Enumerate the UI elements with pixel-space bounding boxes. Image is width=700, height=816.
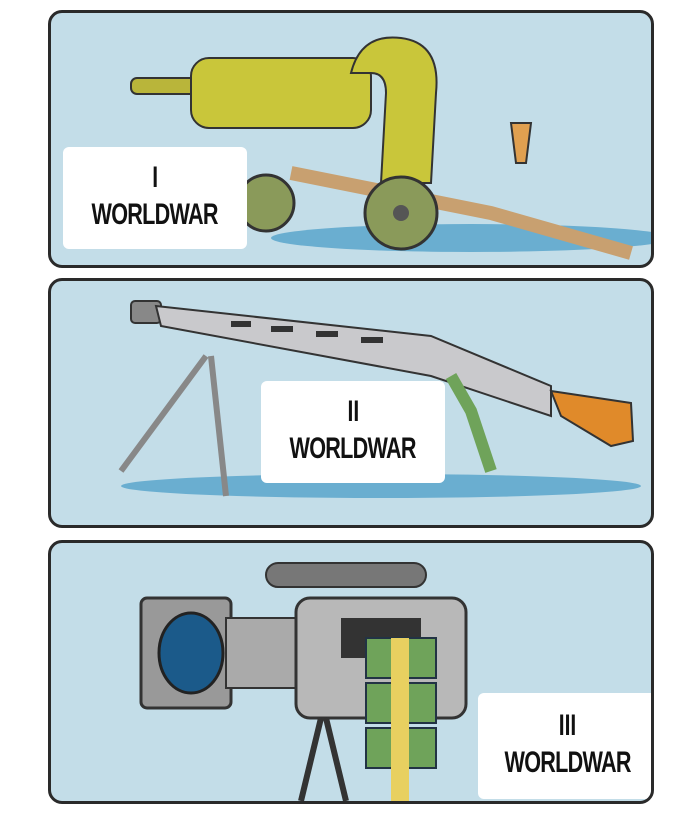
panel-world-war-1: I WORLDWAR <box>48 10 654 268</box>
numeral: I <box>152 161 158 194</box>
caption-box: III WORLDWAR <box>478 693 651 799</box>
caption: WORLDWAR <box>504 746 632 779</box>
panel-world-war-3: III WORLDWAR <box>48 540 654 804</box>
numeral: II <box>347 395 359 428</box>
caption-box: I WORLDWAR <box>63 147 247 249</box>
caption-box: II WORLDWAR <box>261 381 445 483</box>
panel-world-war-2: II WORLDWAR <box>48 278 654 528</box>
numeral: III <box>559 709 577 742</box>
caption: WORLDWAR <box>91 198 219 231</box>
mg42-machine-gun-illustration <box>118 300 641 498</box>
tv-camera-with-money-illustration <box>139 562 468 801</box>
maxim-machine-gun-illustration <box>130 36 651 260</box>
caption: WORLDWAR <box>289 432 417 465</box>
